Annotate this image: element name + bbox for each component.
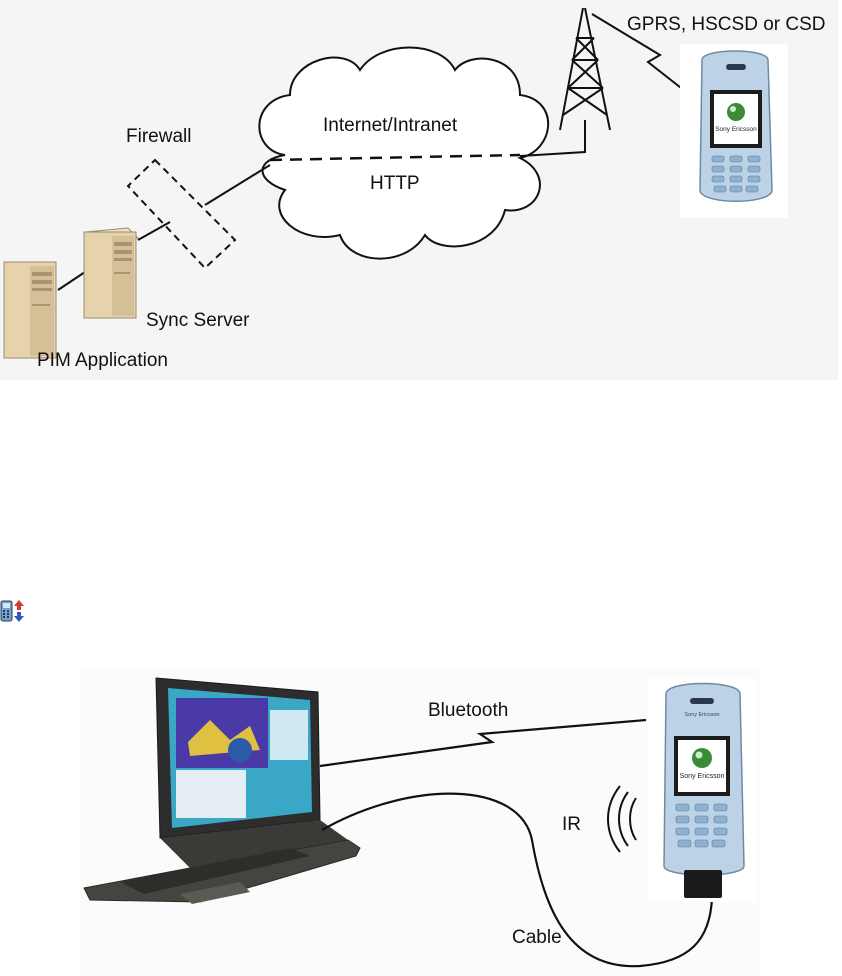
wireless-link-line [591, 13, 691, 96]
phone-top-icon: Sony Ericsson [680, 44, 788, 218]
phone-bottom-top-brand-text: Sony Ericsson [684, 712, 719, 718]
sync-phone-icon [0, 598, 26, 624]
network-label: GPRS, HSCSD or CSD [627, 14, 825, 35]
ir-waves-icon [607, 785, 637, 853]
phone-bottom-icon: Sony Ericsson Sony Ericsson [648, 678, 756, 902]
phone-bottom-brand-text: Sony Ericsson [680, 773, 725, 780]
http-dashed-line [269, 153, 521, 162]
cloud-label-internet: Internet/Intranet [323, 115, 458, 136]
sync-architecture-diagram: Sony Ericsson [0, 0, 838, 380]
local-connection-diagram: Sony Ericsson Sony Ericsson Bluetooth IR… [80, 670, 760, 976]
bluetooth-link-line [319, 718, 647, 768]
phone-top-brand-text: Sony Ericsson [715, 126, 757, 133]
firewall-to-cloud-line [204, 164, 271, 206]
cloud-label-http: HTTP [370, 173, 420, 194]
firewall-label: Firewall [126, 126, 191, 147]
ir-label: IR [562, 814, 581, 835]
sync-server-icon [83, 227, 140, 319]
radio-tower-icon [559, 7, 611, 131]
pim-to-server-line [57, 271, 86, 291]
cable-connector [684, 870, 722, 898]
sync-server-label: Sync Server [146, 310, 250, 331]
local-connection-svg: Sony Ericsson Sony Ericsson Bluetooth IR… [83, 677, 756, 968]
pim-application-label: PIM Application [37, 350, 168, 371]
cable-line [321, 792, 714, 968]
pim-server-icon [3, 261, 57, 359]
bluetooth-label: Bluetooth [428, 700, 508, 721]
laptop-icon [83, 677, 361, 904]
sync-architecture-svg: Sony Ericsson [3, 7, 825, 371]
server-to-firewall-line [137, 221, 171, 241]
firewall-box [126, 158, 237, 270]
cloud-to-tower-line [519, 120, 586, 157]
cable-label: Cable [512, 927, 562, 948]
internet-cloud [258, 46, 550, 260]
